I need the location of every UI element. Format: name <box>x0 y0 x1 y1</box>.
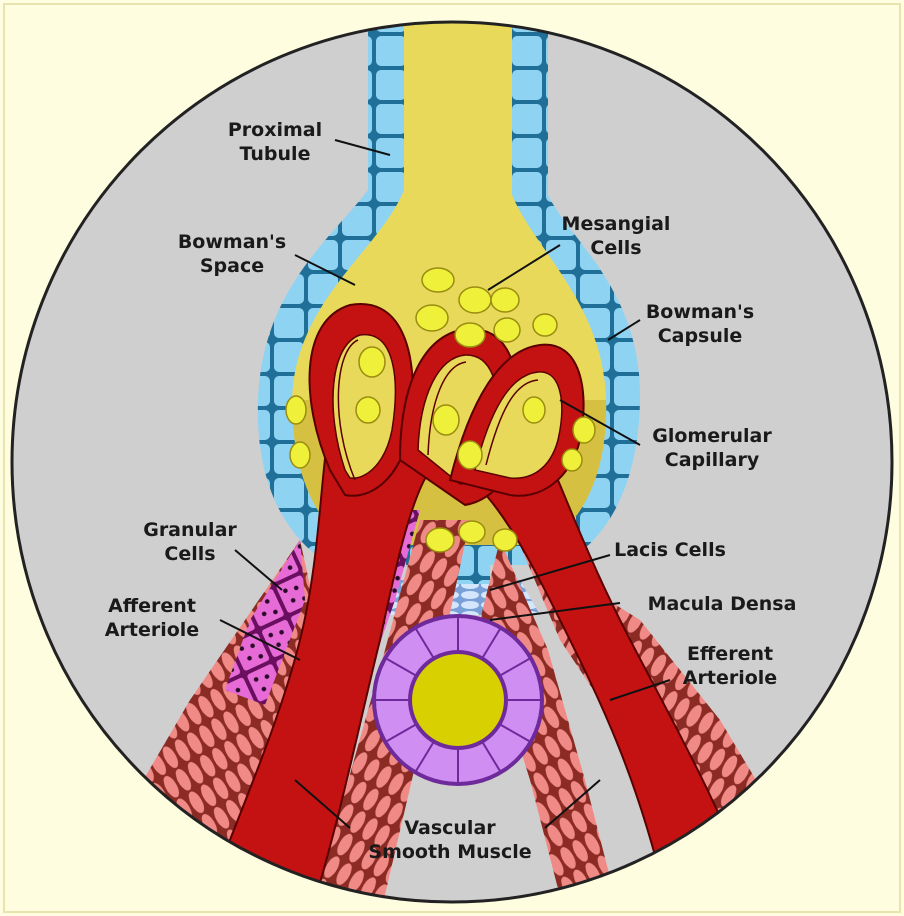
label-macula-densa: Macula Densa <box>648 593 797 615</box>
label-lacis-cells: Lacis Cells <box>614 539 726 561</box>
macula-densa <box>372 614 544 786</box>
